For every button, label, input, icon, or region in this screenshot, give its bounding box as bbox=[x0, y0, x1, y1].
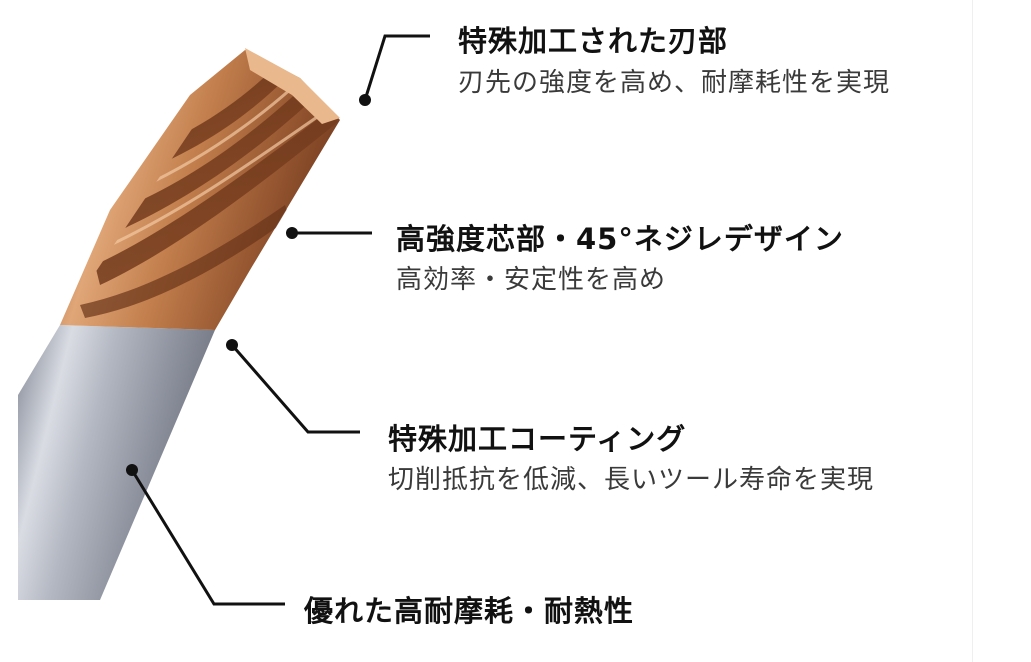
feature-2-title: 高強度芯部・45°ネジレデザイン bbox=[396, 222, 844, 256]
feature-1-title: 特殊加工された刃部 bbox=[458, 24, 729, 58]
flute bbox=[120, 90, 312, 228]
flute-highlight bbox=[139, 86, 293, 190]
leader-dot-1 bbox=[359, 94, 371, 106]
leader-dot-2 bbox=[286, 227, 298, 239]
flute-highlight bbox=[109, 113, 321, 247]
feature-3-title: 特殊加工コーティング bbox=[388, 422, 687, 456]
feature-4-title: 優れた高耐摩耗・耐熱性 bbox=[304, 594, 635, 628]
flute bbox=[95, 110, 338, 285]
leader-line-3 bbox=[230, 344, 360, 434]
tool-flutes bbox=[80, 72, 338, 318]
tool-cutting-tip bbox=[245, 48, 340, 124]
flute bbox=[80, 205, 290, 318]
feature-2-desc: 高効率・安定性を高め bbox=[396, 265, 667, 295]
leader-lines bbox=[130, 34, 430, 606]
leader-line-4 bbox=[130, 469, 285, 606]
flute bbox=[160, 72, 282, 162]
leader-dot-4 bbox=[126, 464, 138, 476]
feature-3-desc: 切削抵抗を低減、長いツール寿命を実現 bbox=[388, 465, 875, 495]
leader-line-1 bbox=[363, 34, 430, 101]
tool-shank bbox=[18, 325, 215, 600]
leader-dots bbox=[126, 94, 371, 476]
background-edge-line bbox=[972, 0, 973, 662]
leader-dot-3 bbox=[226, 339, 238, 351]
feature-1-desc: 刃先の強度を高め、耐摩耗性を実現 bbox=[458, 68, 891, 98]
